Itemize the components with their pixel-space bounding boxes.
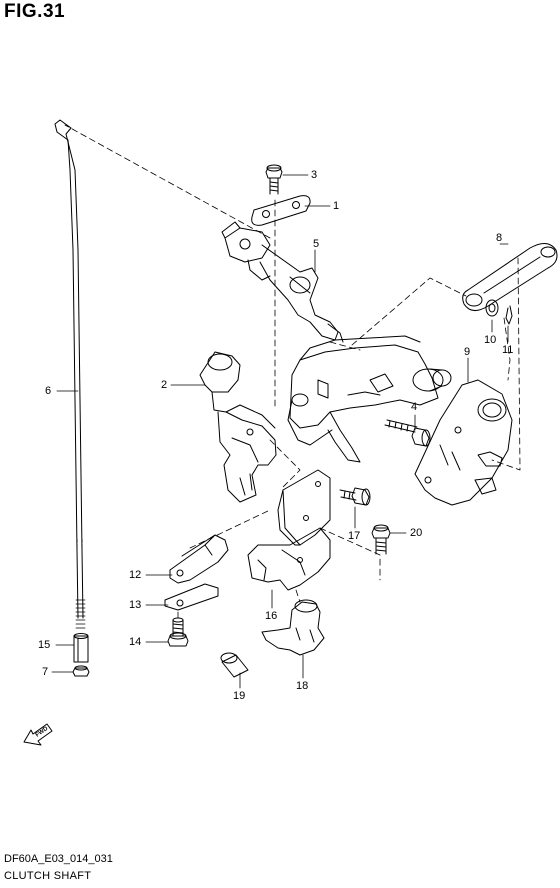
shift-fork-part-18[interactable]	[261, 599, 325, 656]
part-9-callout: 9	[464, 346, 471, 358]
part-20-callout: 20	[410, 527, 423, 539]
main-bracket[interactable]	[287, 335, 452, 463]
connecting-rod-part-8[interactable]	[462, 243, 558, 311]
cover-plate-part-9[interactable]	[414, 379, 513, 506]
part-10-callout: 10	[484, 334, 497, 346]
part-14-callout: 14	[129, 636, 142, 648]
part-17-callout: 17	[348, 530, 361, 542]
part-3-callout: 3	[311, 169, 318, 181]
coupling-nut-part-15[interactable]	[73, 633, 89, 663]
clutch-rod-part-6[interactable]	[54, 119, 86, 629]
bolt-part-20[interactable]	[371, 524, 391, 555]
bolt-part-17[interactable]	[339, 487, 371, 506]
part-16-callout: 16	[265, 610, 278, 622]
figure-caption: CLUTCH SHAFT	[4, 870, 92, 882]
part-7-callout: 7	[42, 666, 49, 678]
bolt-part-14[interactable]	[167, 617, 189, 647]
bolt-part-3[interactable]	[265, 164, 283, 195]
part-2-callout: 2	[161, 379, 168, 391]
bracket-plate-part-16[interactable]	[247, 469, 331, 591]
part-4-callout: 4	[411, 401, 418, 413]
plate-part-13[interactable]	[164, 583, 219, 611]
part-5-callout: 5	[313, 238, 320, 250]
sleeve-part-19[interactable]	[220, 652, 249, 678]
part-19-callout: 19	[233, 690, 246, 702]
part-15-callout: 15	[38, 639, 51, 651]
cotter-pin-part-11[interactable]	[505, 305, 513, 325]
part-11-callout: 11	[502, 344, 514, 356]
part-13-callout: 13	[129, 599, 142, 611]
figure-code: DF60A_E03_014_031	[4, 853, 113, 865]
part-8-callout: 8	[496, 232, 503, 244]
part-6-callout: 6	[45, 385, 52, 397]
part-1-callout: 1	[333, 200, 340, 212]
bolt-part-4[interactable]	[384, 419, 431, 447]
shift-lever-part-5[interactable]	[221, 221, 344, 343]
clutch-lever-part-2[interactable]	[199, 351, 277, 503]
nut-part-7[interactable]	[72, 665, 90, 677]
plate-part-1[interactable]	[251, 195, 311, 226]
part-12-callout: 12	[129, 569, 142, 581]
figure-title: FIG.31	[4, 1, 66, 22]
rod-thread	[75, 599, 86, 629]
washer-part-10[interactable]	[485, 299, 499, 317]
reference-lines	[64, 124, 521, 621]
fwd-arrow-icon: FWD	[23, 723, 53, 746]
part-18-callout: 18	[296, 680, 309, 692]
fwd-label: FWD	[35, 726, 50, 739]
shift-arm-part-12[interactable]	[169, 534, 229, 584]
leader-lines	[51, 174, 509, 689]
